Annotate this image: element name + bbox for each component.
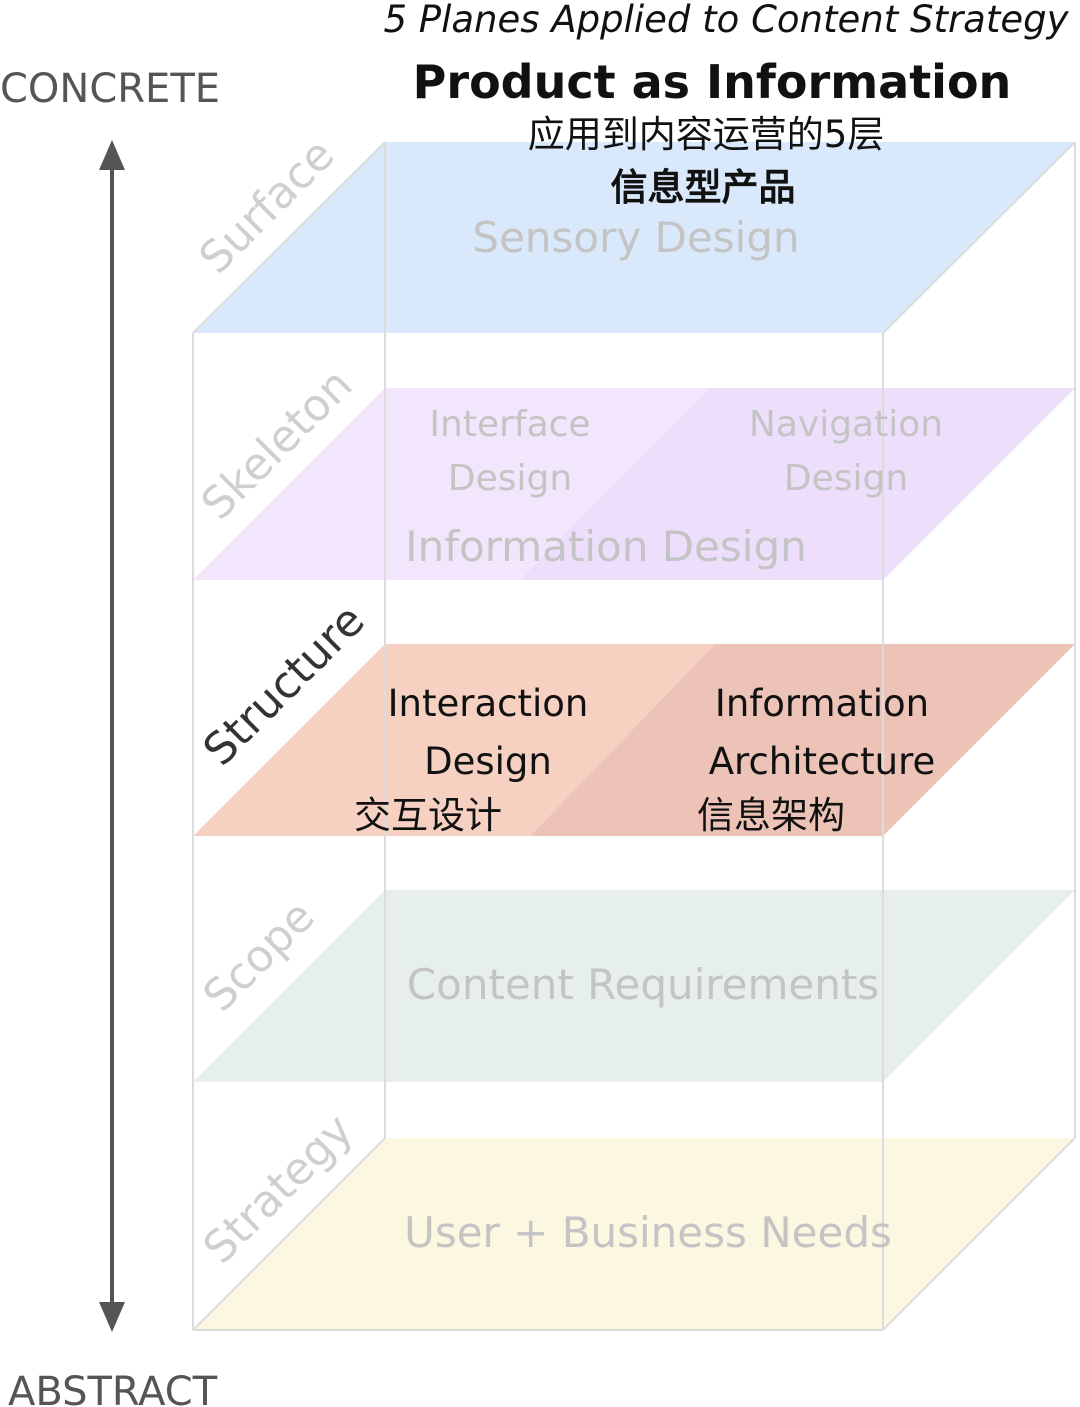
arrow-up-icon <box>99 140 125 170</box>
skeleton-right-line1: Navigation <box>749 404 943 445</box>
concrete-abstract-axis <box>99 140 125 1332</box>
title-zh: 信息型产品 <box>611 166 796 209</box>
structure-right-line2: Architecture <box>709 740 936 783</box>
subtitle-en: 5 Planes Applied to Content Strategy <box>383 0 1069 41</box>
structure-left-line1: Interaction <box>388 682 589 725</box>
skeleton-left-line1: Interface <box>429 404 590 445</box>
arrow-down-icon <box>99 1302 125 1332</box>
scope-plane <box>193 890 1075 1082</box>
structure-plane-right <box>530 644 1075 836</box>
structure-left-zh: 交互设计 <box>354 794 502 837</box>
structure-right-zh: 信息架构 <box>697 794 845 837</box>
strategy-main-label: User + Business Needs <box>404 1208 892 1257</box>
surface-main-label: Sensory Design <box>472 213 799 262</box>
skeleton-left-line2: Design <box>448 458 572 499</box>
skeleton-right-line2: Design <box>784 458 908 499</box>
structure-left-line2: Design <box>424 740 552 783</box>
skeleton-plane-right <box>520 388 1075 580</box>
box-outline <box>192 141 1076 1331</box>
strategy-plane <box>193 1138 1075 1330</box>
structure-right-line1: Information <box>715 682 929 725</box>
skeleton-main-label: Information Design <box>405 522 806 571</box>
structure-plane-left <box>193 644 715 836</box>
surface-plane <box>193 142 1075 333</box>
scope-main-label: Content Requirements <box>407 960 879 1009</box>
concrete-label: CONCRETE <box>0 66 220 112</box>
subtitle-zh: 应用到内容运营的5层 <box>528 113 885 156</box>
title-en: Product as Information <box>413 55 1012 109</box>
abstract-label: ABSTRACT <box>8 1369 218 1407</box>
